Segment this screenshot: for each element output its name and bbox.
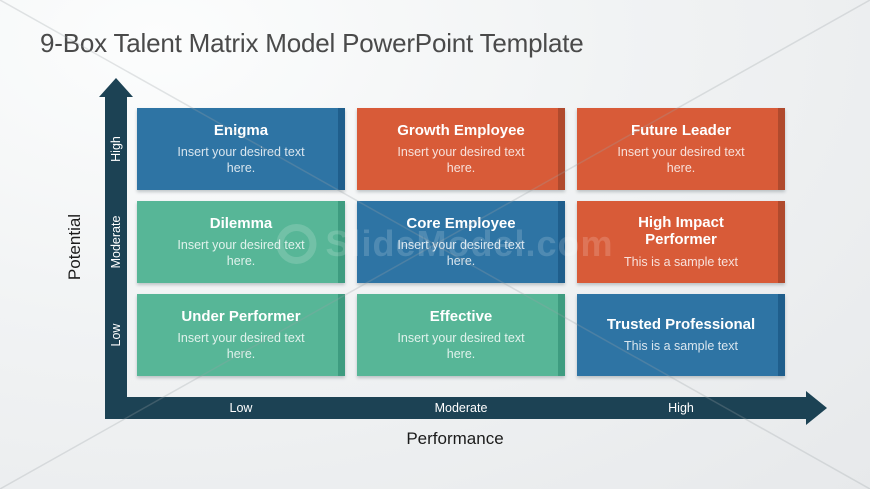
cell-subtitle: Insert your desired text here. xyxy=(397,144,525,176)
x-axis-label: Performance xyxy=(406,429,504,448)
matrix-cell-core-employee: Core Employee Insert your desired text h… xyxy=(357,201,565,283)
cell-subtitle: Insert your desired text here. xyxy=(397,330,525,362)
matrix-grid: Enigma Insert your desired text here. Gr… xyxy=(137,108,785,376)
y-axis-arrow-icon xyxy=(99,78,133,97)
cell-edge xyxy=(558,294,565,376)
matrix-cell-high-impact-performer: High Impact Performer This is a sample t… xyxy=(577,201,785,283)
y-tick-high: High xyxy=(109,136,123,162)
y-axis-bar xyxy=(105,96,127,419)
matrix-cell-under-performer: Under Performer Insert your desired text… xyxy=(137,294,345,376)
cell-edge xyxy=(778,201,785,283)
cell-subtitle: Insert your desired text here. xyxy=(177,144,305,176)
matrix-cell-growth-employee: Growth Employee Insert your desired text… xyxy=(357,108,565,190)
cell-title: Growth Employee xyxy=(397,121,525,139)
cell-title: Effective xyxy=(429,307,493,325)
y-axis-label: Potential xyxy=(65,213,84,281)
cell-edge xyxy=(558,201,565,283)
x-axis-bar xyxy=(105,397,806,419)
cell-edge xyxy=(338,294,345,376)
matrix-cell-enigma: Enigma Insert your desired text here. xyxy=(137,108,345,190)
y-tick-moderate: Moderate xyxy=(109,215,123,269)
matrix-cell-effective: Effective Insert your desired text here. xyxy=(357,294,565,376)
x-tick-moderate: Moderate xyxy=(434,401,488,415)
x-axis-arrow-icon xyxy=(806,391,827,425)
cell-edge xyxy=(778,108,785,190)
cell-edge xyxy=(338,108,345,190)
cell-title: Dilemma xyxy=(209,214,273,232)
cell-subtitle: This is a sample text xyxy=(624,254,738,269)
cell-title: Trusted Professional xyxy=(606,315,756,333)
cell-title: Under Performer xyxy=(181,307,301,325)
cell-title: High Impact Performer xyxy=(638,214,724,249)
cell-title: Future Leader xyxy=(630,121,732,139)
cell-title: Core Employee xyxy=(406,214,516,232)
cell-edge xyxy=(778,294,785,376)
cell-subtitle: Insert your desired text here. xyxy=(397,237,525,269)
cell-subtitle: This is a sample text xyxy=(624,339,738,353)
x-tick-high: High xyxy=(668,401,694,415)
cell-edge xyxy=(338,201,345,283)
cell-subtitle: Insert your desired text here. xyxy=(177,330,305,362)
cell-edge xyxy=(558,108,565,190)
cell-title: Enigma xyxy=(213,121,269,139)
matrix-cell-dilemma: Dilemma Insert your desired text here. xyxy=(137,201,345,283)
cell-subtitle: Insert your desired text here. xyxy=(617,144,745,176)
page-title: 9-Box Talent Matrix Model PowerPoint Tem… xyxy=(40,28,584,58)
matrix-cell-future-leader: Future Leader Insert your desired text h… xyxy=(577,108,785,190)
y-tick-low: Low xyxy=(109,323,123,347)
cell-subtitle: Insert your desired text here. xyxy=(177,237,305,269)
matrix-cell-trusted-professional: Trusted Professional This is a sample te… xyxy=(577,294,785,376)
x-tick-low: Low xyxy=(229,401,253,415)
